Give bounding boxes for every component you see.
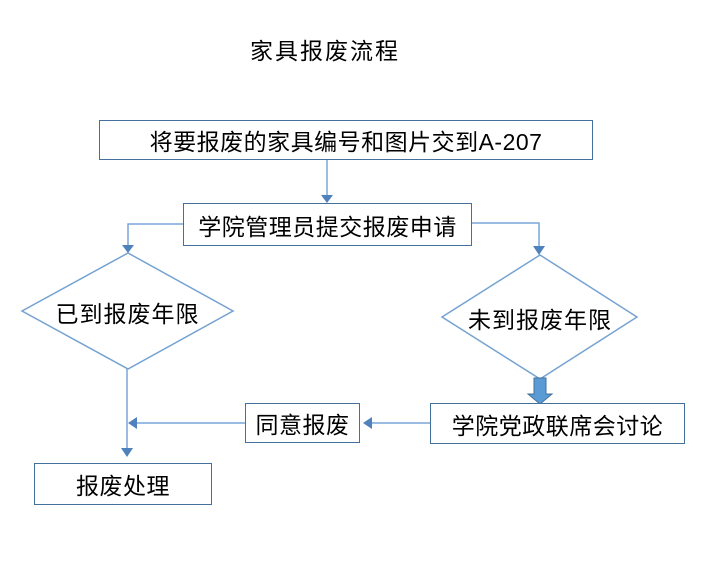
node-joint-meeting: 学院党政联席会讨论 xyxy=(430,403,685,444)
block-arrow-not-reached-to-meeting xyxy=(526,377,554,405)
arrowhead-agree-to-dispose xyxy=(128,417,137,429)
edge-admin-to-reached xyxy=(127,223,183,246)
arrowhead-submit-to-admin xyxy=(321,195,333,203)
node-agree-scrap: 同意报废 xyxy=(245,403,360,443)
label-reached-limit: 已到报废年限 xyxy=(55,301,200,327)
arrowhead-admin-to-not-reached xyxy=(533,246,545,255)
node-admin-application: 学院管理员提交报废申请 xyxy=(183,203,472,246)
node-scrap-disposal: 报废处理 xyxy=(34,463,212,505)
arrowhead-reached-to-dispose xyxy=(121,448,133,457)
arrowhead-admin-to-reached xyxy=(122,245,134,253)
arrowhead-meeting-to-agree xyxy=(363,417,372,429)
edge-admin-to-not-reached xyxy=(472,222,540,247)
label-not-reached-limit: 未到报废年限 xyxy=(468,307,612,333)
node-submit-furniture-info: 将要报废的家具编号和图片交到A-207 xyxy=(99,120,593,160)
decision-diamond-reached xyxy=(20,252,235,370)
flowchart-title: 家具报废流程 xyxy=(250,38,400,64)
